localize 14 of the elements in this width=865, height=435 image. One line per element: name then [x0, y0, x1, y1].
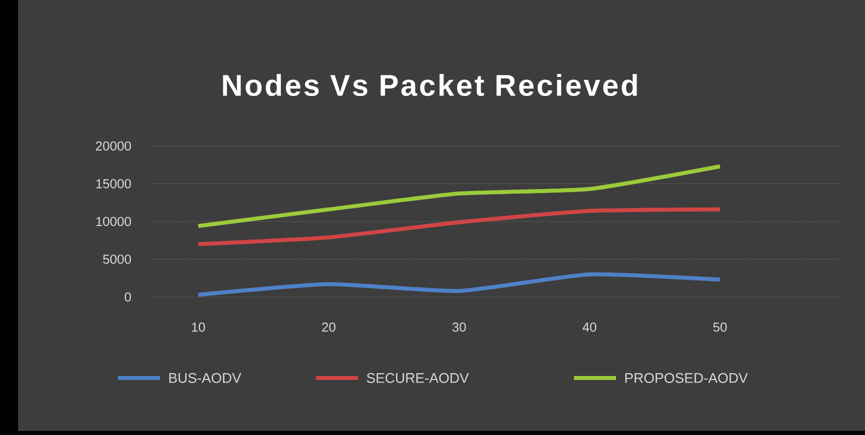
legend-label: SECURE-AODV	[366, 373, 469, 383]
tick-label: 30	[452, 322, 466, 332]
tick-label: 0	[124, 292, 131, 302]
tick-label: 40	[582, 322, 596, 332]
legend-label: PROPOSED-AODV	[625, 373, 748, 383]
tick-label: 20000	[96, 141, 131, 151]
tick-label: 5000	[103, 254, 131, 264]
legend-label: BUS-AODV	[169, 373, 242, 383]
tick-label: 20	[322, 322, 336, 332]
chart-title: Nodes Vs Packet Recieved	[223, 74, 637, 96]
tick-label: 10000	[96, 216, 131, 226]
tick-label: 10	[192, 322, 205, 332]
tick-label: 15000	[96, 179, 131, 188]
tick-label: 50	[713, 322, 727, 332]
